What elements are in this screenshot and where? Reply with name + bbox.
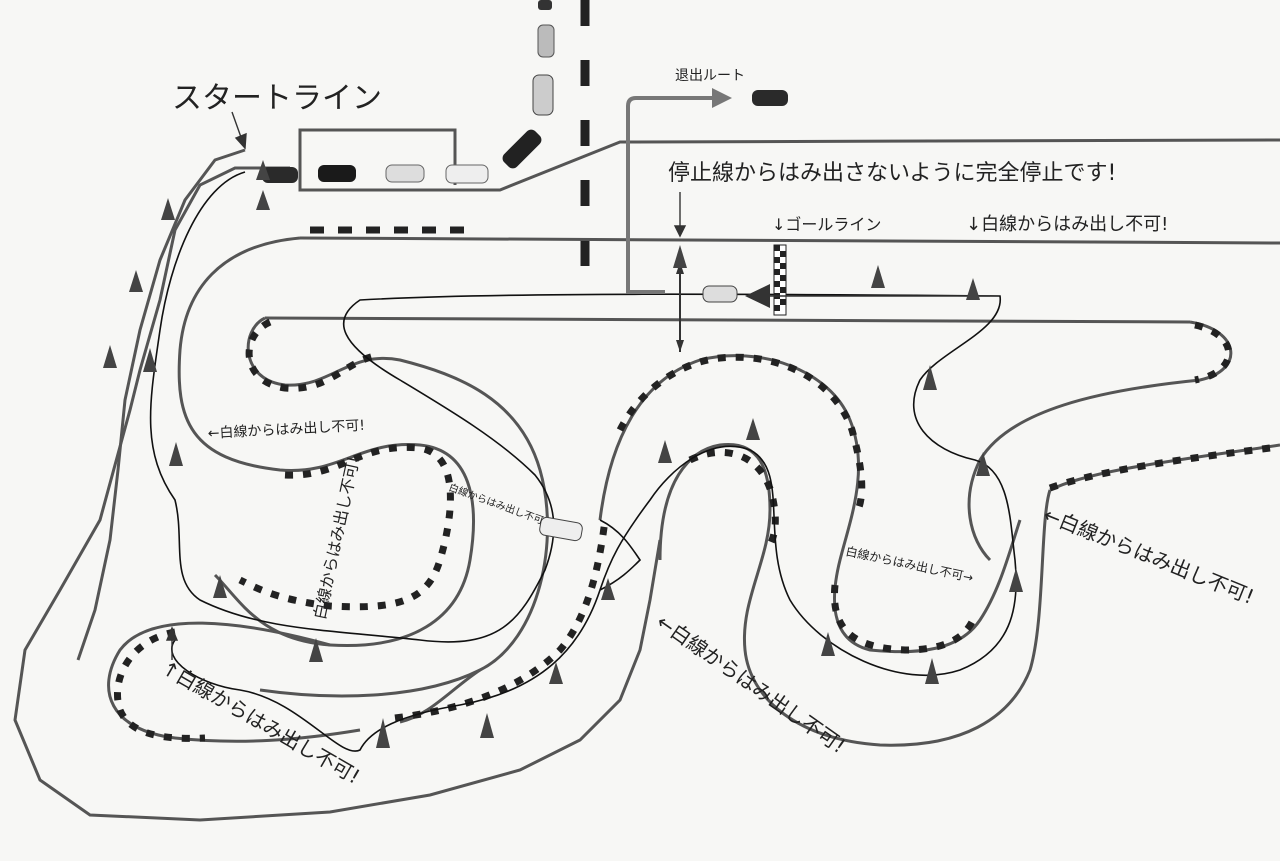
no-exit-bottom-left-label: ↑白線からはみ出し不可!	[158, 656, 365, 789]
car-exit	[752, 90, 788, 106]
curb-left-inner	[238, 443, 454, 611]
outer-boundary	[13, 128, 1280, 822]
exit-route-label: 退出ルート	[675, 68, 745, 84]
curb-right-loop	[1194, 321, 1233, 384]
cone	[480, 713, 494, 738]
straight-bottom-line	[264, 316, 1191, 324]
cone	[601, 578, 615, 600]
curb-bottom-left	[113, 628, 206, 742]
no-exit-top-label: ↓白線からはみ出し不可!	[966, 214, 1168, 235]
cone	[658, 440, 672, 463]
curbs	[113, 226, 1271, 742]
goal-arrow	[745, 284, 990, 308]
cone	[923, 365, 937, 390]
no-exit-right-big-label: ←白線からはみ出し不可!	[1040, 502, 1257, 608]
cone	[143, 348, 157, 372]
outer-boundary-line	[298, 128, 1280, 192]
start-line-arrow	[231, 111, 243, 141]
cone	[309, 638, 323, 662]
cone	[129, 270, 143, 292]
cone	[161, 198, 175, 220]
cone	[256, 190, 270, 210]
cone	[821, 632, 835, 656]
car-queue-2	[385, 164, 425, 183]
curb-center-bottom	[830, 584, 979, 654]
goal-checkered-line	[773, 244, 787, 316]
cars	[262, 0, 788, 542]
route-line	[149, 171, 1017, 752]
curb-hairpin-left	[245, 318, 381, 392]
outer-loop-bottom	[13, 166, 662, 822]
no-exit-bottom-middle-label: ←白線からはみ出し不可!	[652, 609, 850, 758]
goal-line-label: ↓ゴールライン	[772, 215, 881, 234]
cone	[256, 160, 270, 180]
car-turning	[502, 129, 542, 169]
cone	[169, 442, 183, 466]
cone	[966, 278, 980, 300]
straight-top-line	[299, 236, 1280, 245]
cone	[976, 452, 990, 476]
car-lane-2	[532, 74, 554, 116]
cone	[871, 265, 885, 288]
car-lane-1	[537, 24, 555, 58]
no-exit-small-label: 白線からはみ出し不可	[447, 481, 545, 527]
cone	[746, 418, 760, 440]
cone	[103, 345, 117, 368]
exit-route-arrow	[626, 88, 732, 294]
car-lane-3	[538, 0, 552, 10]
curb-bottom-middle	[394, 519, 609, 722]
no-exit-right-small-label: 白線からはみ出し不可→	[844, 543, 974, 585]
cone	[213, 575, 227, 598]
no-exit-left-label: ←白線からはみ出し不可!	[207, 418, 365, 442]
cones	[103, 160, 1023, 748]
cone	[376, 718, 390, 748]
car-queue-3	[445, 164, 489, 184]
curb-right-long	[1048, 444, 1271, 492]
car-queue-1	[318, 165, 356, 182]
cone	[925, 658, 939, 684]
no-exit-inner-vertical-label: 白線からはみ出し不可!	[310, 455, 363, 622]
stop-instruction-label: 停止線からはみ出さないように完全停止です!	[668, 161, 1116, 186]
curb-center-top	[616, 353, 866, 512]
car-center	[539, 516, 583, 542]
driving-route	[149, 171, 1017, 752]
car-goal	[702, 285, 738, 303]
car-start-1	[262, 167, 298, 183]
outer-boundary-left	[76, 148, 246, 661]
curb-center-inner	[688, 449, 779, 547]
cone	[549, 662, 563, 684]
main-straight	[264, 236, 1280, 324]
cone	[1009, 568, 1023, 592]
callout-arrows	[165, 111, 687, 660]
cone	[673, 245, 687, 268]
start-line-label: スタートライン	[172, 81, 382, 116]
road-edges	[107, 236, 1280, 747]
stop-line	[676, 262, 684, 352]
